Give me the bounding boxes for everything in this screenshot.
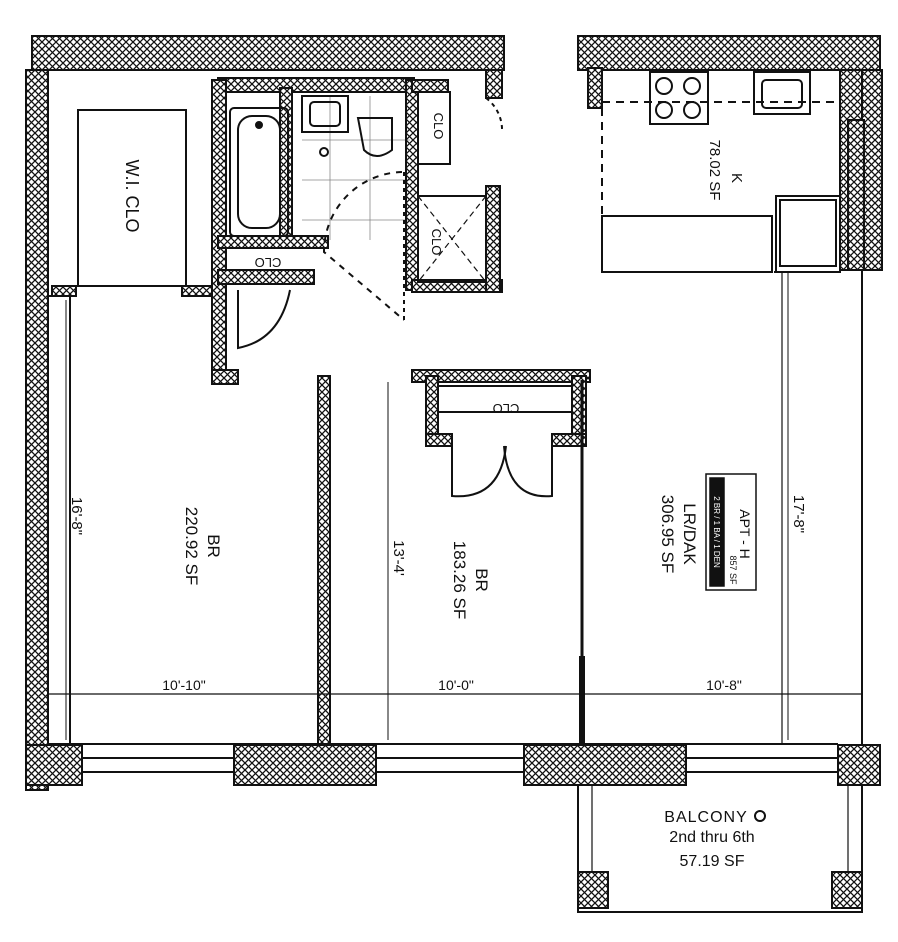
hall-closets bbox=[237, 91, 504, 350]
wall-bath-right bbox=[405, 79, 419, 291]
kitchen-area: 78.02 SF bbox=[706, 140, 723, 201]
balcony-name: BALCONY bbox=[664, 809, 747, 826]
wall-bottom-mid2 bbox=[523, 744, 687, 786]
living-area: 306.95 SF bbox=[658, 495, 677, 573]
balcony-area: 57.19 SF bbox=[680, 853, 745, 870]
walk-in-closet-label: W.I. CLO bbox=[122, 159, 142, 232]
lr-width-dim: 10'-8" bbox=[706, 677, 742, 693]
wall-top-right bbox=[577, 35, 881, 71]
wall-br1-clo-bottom bbox=[51, 285, 77, 297]
wall-br2-cloL2 bbox=[425, 433, 453, 447]
wall-kitchen-left bbox=[587, 67, 603, 109]
hall-closet-1-label: CLO bbox=[431, 113, 446, 140]
bathtub bbox=[229, 107, 289, 237]
bath-door-swing bbox=[322, 171, 405, 321]
balcony-marker-icon bbox=[754, 810, 766, 822]
br2-depth-dim: 13'-4' bbox=[390, 540, 407, 576]
wall-balcony-post-r bbox=[831, 871, 863, 909]
unit-tag-line3: 857 SF bbox=[728, 555, 738, 585]
living-name: LR/DAK bbox=[680, 503, 699, 565]
interior-lines bbox=[48, 270, 863, 913]
wall-bath-mid bbox=[279, 87, 293, 239]
lr-depth-dim: 17'-8" bbox=[790, 495, 807, 533]
unit-tag-line1: APT - H bbox=[737, 509, 753, 559]
hall-closet-2-label: CLO bbox=[429, 229, 444, 256]
wall-bottom-right bbox=[837, 744, 881, 786]
wall-bath-top bbox=[217, 77, 415, 93]
br1-depth-dim: 16'-8" bbox=[68, 497, 85, 535]
wall-br2-cloR2 bbox=[551, 433, 587, 447]
wall-bottom-mid1 bbox=[233, 744, 377, 786]
bedroom2-name: BR bbox=[472, 568, 491, 592]
wall-top-left bbox=[31, 35, 505, 71]
bedroom2-closet bbox=[437, 385, 573, 498]
bedroom2-area: 183.26 SF bbox=[450, 541, 469, 619]
kitchen-sink bbox=[753, 71, 811, 115]
wall-entry-side bbox=[485, 185, 501, 293]
balcony-floors: 2nd thru 6th bbox=[669, 829, 754, 846]
kitchen bbox=[601, 71, 841, 744]
unit-tag bbox=[705, 473, 757, 591]
exterior-walls bbox=[25, 35, 883, 909]
wall-br2-left bbox=[317, 375, 331, 745]
closet-door-right bbox=[503, 445, 553, 498]
br2-width-dim: 10'-0" bbox=[438, 677, 474, 693]
wall-hall-b bbox=[485, 69, 503, 99]
bath-closet-label: CLO bbox=[255, 255, 282, 270]
wall-br2-top bbox=[411, 369, 591, 383]
wall-br1-stub bbox=[211, 369, 239, 385]
wall-bath-left bbox=[211, 79, 227, 381]
range bbox=[649, 71, 709, 125]
bedroom2-closet-label: CLO bbox=[493, 401, 520, 416]
refrigerator bbox=[775, 195, 841, 273]
bedroom1-name: BR bbox=[204, 534, 223, 558]
wall-hall-a bbox=[411, 79, 449, 93]
walk-in-closet bbox=[77, 109, 187, 287]
wall-br1-clo-side bbox=[181, 285, 213, 297]
wall-clo-bottom bbox=[217, 235, 329, 249]
kitchen-name: K bbox=[728, 173, 745, 183]
sink bbox=[301, 95, 349, 133]
wall-bottom-left bbox=[25, 744, 83, 786]
unit-tag-line2: 2 BR / 1 BA / 1 DEN bbox=[712, 496, 721, 568]
wall-balcony-post-l bbox=[577, 871, 609, 909]
wall-left bbox=[25, 69, 49, 791]
br1-width-dim: 10'-10" bbox=[162, 677, 205, 693]
bathroom bbox=[229, 95, 410, 321]
closet-door-left bbox=[451, 445, 507, 498]
dimension-lines bbox=[65, 272, 789, 740]
bedroom1-area: 220.92 SF bbox=[182, 507, 201, 585]
toilet bbox=[356, 117, 393, 157]
wall-clo-bottom2 bbox=[217, 269, 315, 285]
wall-kitchen-stub bbox=[847, 119, 865, 271]
